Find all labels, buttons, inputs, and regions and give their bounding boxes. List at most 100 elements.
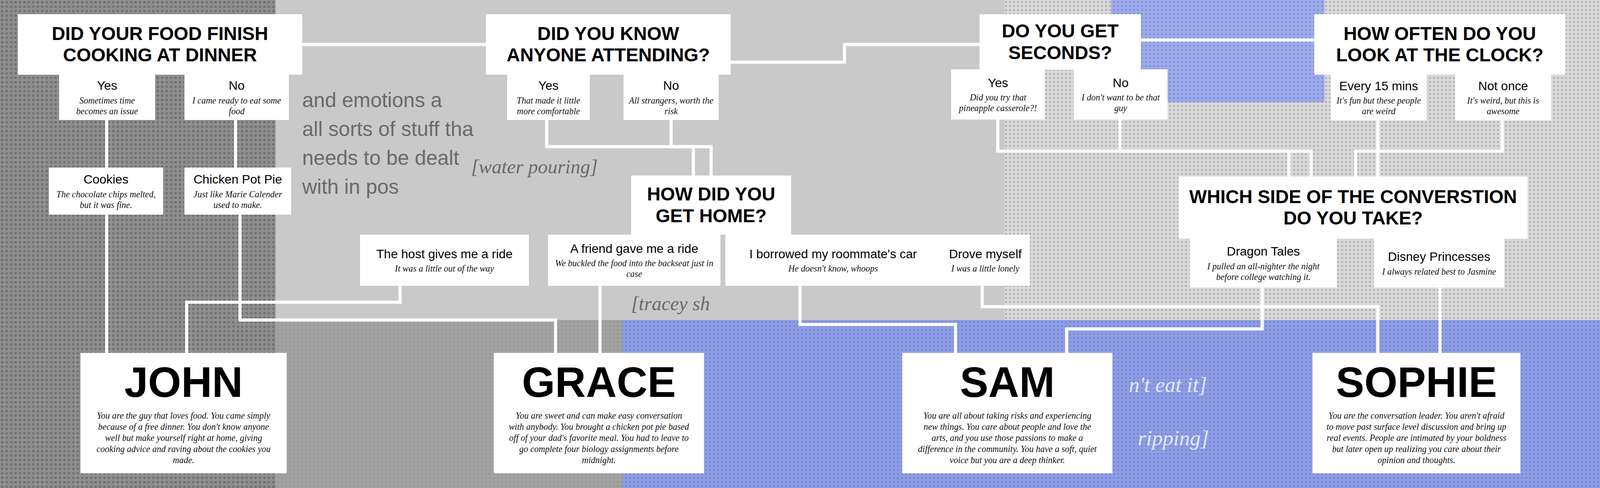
answer-title: No — [663, 78, 680, 94]
answer-title: Yes — [96, 78, 118, 94]
background-text: all sorts of stuff tha — [302, 117, 474, 141]
connector — [186, 285, 400, 353]
answer-title: A friend gave me a ride — [570, 241, 699, 257]
answer-title: Cookies — [83, 172, 129, 188]
answer-title: Drove myself — [948, 246, 1022, 262]
answer-box: NoAll strangers, worth the risk — [623, 74, 719, 120]
question-text: HOW DID YOU GET HOME? — [640, 183, 782, 227]
answer-box: CookiesThe chocolate chips melted, but i… — [48, 167, 164, 215]
connector — [1140, 38, 1315, 42]
halftone — [622, 320, 1600, 488]
photo-panel — [275, 0, 1005, 320]
result-name: SOPHIE — [1336, 360, 1498, 405]
answer-title: I borrowed my roommate's car — [749, 246, 917, 262]
answer-note: Did you try that pineapple casserole?! — [956, 92, 1040, 114]
connector — [1438, 287, 1442, 353]
answer-note: It's fun but these people are weird — [1336, 95, 1422, 117]
answer-box: YesDid you try that pineapple casserole?… — [951, 69, 1045, 120]
background-text: [tracey sh — [631, 293, 710, 315]
result-box: SAM You are all about taking risks and ex… — [902, 352, 1113, 474]
answer-note: I was a little lonely — [951, 263, 1020, 274]
result-name: JOHN — [124, 360, 244, 405]
background-text: needs to be dealt — [302, 146, 460, 170]
answer-box: The host gives me a rideIt was a little … — [360, 234, 529, 286]
answer-title: No — [228, 78, 245, 94]
question-box: DID YOU KNOW ANYONE ATTENDING? — [485, 14, 731, 75]
answer-title: Yes — [538, 78, 559, 94]
question-box: DO YOU GET SECONDS? — [979, 14, 1141, 70]
connector — [671, 120, 712, 176]
background-text: ripping] — [1137, 426, 1209, 451]
answer-note: The chocolate chips melted, but it was f… — [54, 188, 158, 211]
result-description: You are the guy that loves food. You cam… — [93, 410, 274, 466]
answer-note: All strangers, worth the risk — [628, 95, 714, 117]
connector — [105, 214, 109, 353]
connector — [302, 43, 486, 47]
answer-note: It was a little out of the way — [395, 263, 495, 274]
answer-note: Sometimes time becomes an issue — [64, 95, 150, 117]
result-name: GRACE — [521, 360, 676, 405]
result-description: You are the conversation leader. You are… — [1325, 410, 1508, 466]
answer-note: I pulled an all-nighter the night before… — [1195, 260, 1332, 283]
question-text: HOW OFTEN DO YOU LOOK AT THE CLOCK? — [1324, 23, 1556, 67]
answer-title: Chicken Pot Pie — [193, 172, 282, 188]
answer-note: Just like Marie Calender used to make. — [189, 188, 286, 211]
answer-note: It's weird, but this is awesome — [1460, 95, 1546, 117]
question-text: WHICH SIDE OF THE CONVERSTION DO YOU TAK… — [1188, 186, 1518, 230]
answer-note: We buckled the food into the backseat ju… — [553, 257, 716, 280]
connector — [1120, 119, 1312, 177]
answer-title: Not once — [1478, 78, 1528, 94]
question-text: DID YOU KNOW ANYONE ATTENDING? — [495, 23, 721, 67]
answer-title: Every 15 mins — [1339, 78, 1418, 94]
background-text: [water pouring] — [471, 156, 598, 178]
connector — [997, 119, 1289, 177]
answer-box: Not onceIt's weird, but this is awesome — [1455, 74, 1552, 121]
connector — [234, 120, 238, 168]
answer-title: No — [1112, 75, 1129, 91]
question-text: DO YOU GET SECONDS? — [989, 20, 1132, 64]
question-box: HOW DID YOU GET HOME? — [631, 175, 792, 235]
answer-note: I always related best to Jasmine — [1382, 266, 1496, 277]
connector — [982, 285, 1378, 353]
answer-title: Disney Princesses — [1388, 249, 1491, 265]
connector — [105, 120, 109, 168]
answer-note: I don't want to be that guy — [1079, 92, 1163, 114]
blue-panel — [622, 320, 1600, 488]
connector — [240, 214, 556, 353]
answer-note: I came ready to eat some food — [189, 95, 284, 117]
answer-note: That made it little more comfortable — [512, 95, 585, 117]
answer-title: The host gives me a ride — [376, 246, 513, 262]
question-box: WHICH SIDE OF THE CONVERSTION DO YOU TAK… — [1178, 176, 1528, 239]
connector — [730, 44, 980, 63]
result-box: GRACE You are sweet and can make easy con… — [493, 352, 704, 474]
background-text: n't eat it] — [1128, 373, 1208, 397]
answer-box: Disney PrincessesI always related best t… — [1373, 238, 1505, 288]
question-text: DID YOUR FOOD FINISH COOKING AT DINNER — [27, 23, 293, 67]
background-text: with in pos — [302, 175, 399, 199]
result-name: SAM — [960, 360, 1055, 405]
answer-box: Dragon TalesI pulled an all-nighter the … — [1189, 238, 1337, 288]
question-box: DID YOUR FOOD FINISH COOKING AT DINNER — [17, 14, 303, 75]
result-description: You are all about taking risks and exper… — [915, 410, 1100, 466]
answer-box: YesThat made it little more comfortable — [507, 74, 590, 120]
answer-note: He doesn't know, whoops — [788, 263, 879, 274]
answer-title: Dragon Tales — [1226, 244, 1300, 260]
answer-box: YesSometimes time becomes an issue — [59, 74, 156, 120]
result-description: You are sweet and can make easy conversa… — [507, 410, 691, 466]
answer-box: Chicken Pot PieJust like Marie Calender … — [184, 167, 292, 215]
answer-box: NoI came ready to eat some food — [184, 74, 289, 120]
connector — [1355, 120, 1378, 177]
answer-box: I borrowed my roommate's carHe doesn't k… — [725, 234, 941, 286]
background-text: and emotions a — [302, 88, 443, 112]
connector — [1066, 287, 1263, 353]
result-box: JOHN You are the guy that loves food. You… — [80, 352, 287, 474]
answer-box: A friend gave me a rideWe buckled the fo… — [548, 234, 721, 286]
connector — [598, 285, 602, 353]
connector — [800, 285, 956, 353]
answer-box: NoI don't want to be that guy — [1073, 69, 1168, 120]
answer-box: Drove myselfI was a little lonely — [940, 234, 1030, 286]
question-box: HOW OFTEN DO YOU LOOK AT THE CLOCK? — [1314, 14, 1566, 75]
result-box: SOPHIE You are the conversation leader. Y… — [1312, 352, 1521, 474]
answer-title: Yes — [988, 75, 1009, 91]
